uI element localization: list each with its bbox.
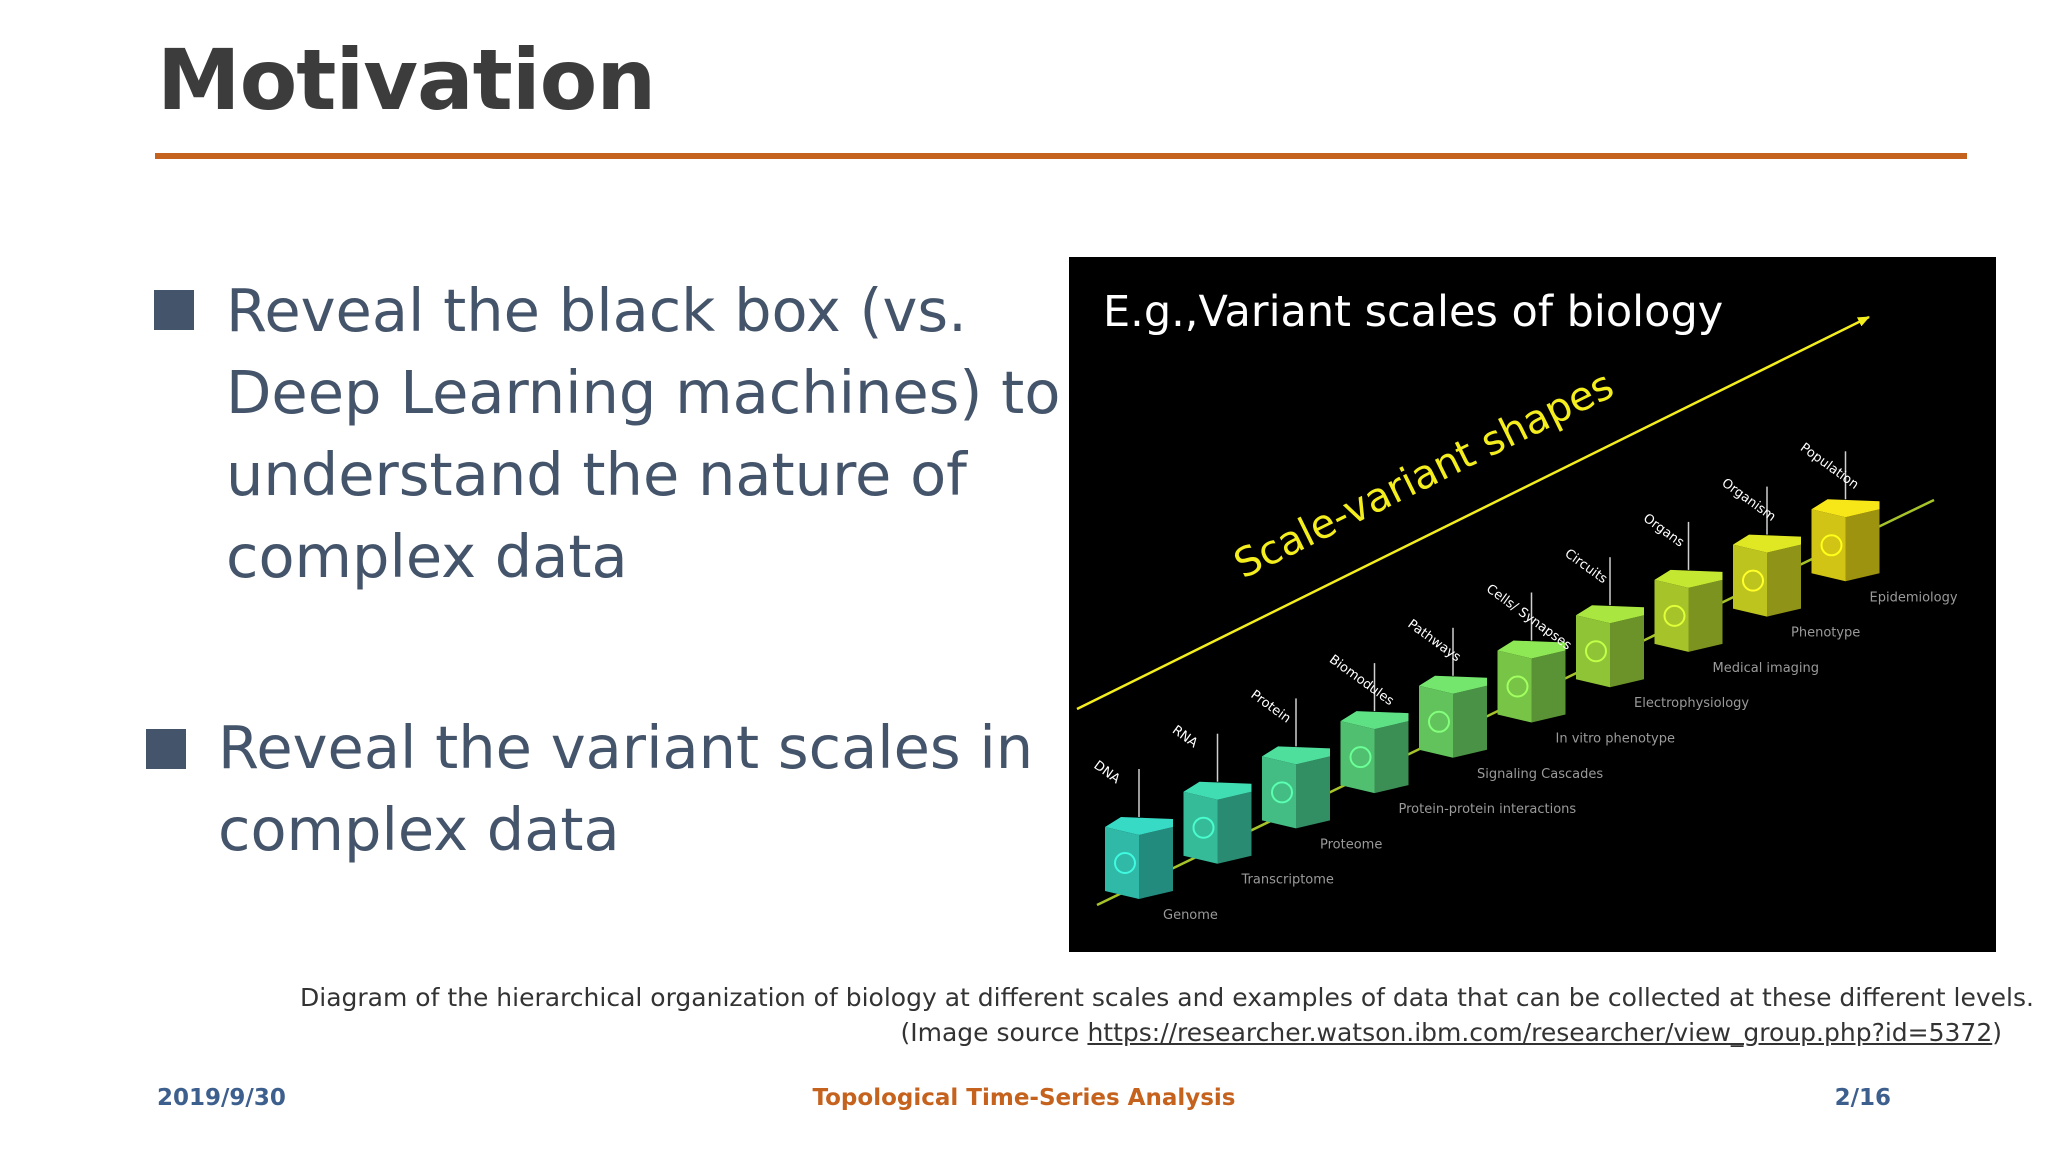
level-data-label: In vitro phenotype [1556, 732, 1675, 747]
level-cube-front [1419, 686, 1453, 758]
level-data-label: Epidemiology [1870, 590, 1958, 605]
title-underline [155, 153, 1967, 159]
image-source-link[interactable]: https://researcher.watson.ibm.com/resear… [1087, 1018, 1992, 1047]
level-cube-side [1453, 686, 1487, 758]
image-source-suffix: ) [1992, 1018, 2002, 1047]
figure-label: E.g.,Variant scales of biology [1103, 287, 1723, 337]
level-data-label: Electrophysiology [1634, 696, 1749, 711]
level-cube-side [1218, 792, 1252, 864]
level-data-label: Transcriptome [1241, 873, 1334, 888]
scale-arrow-label: Scale-variant shapes [1227, 362, 1621, 588]
footer-page-number: 2/16 [1835, 1085, 1891, 1111]
level-cube-side [1689, 580, 1723, 652]
level-scale-label: Organism [1719, 476, 1779, 525]
level-cube-side [1610, 615, 1644, 687]
level-data-label: Protein-protein interactions [1399, 802, 1577, 817]
level-cube-front [1184, 792, 1218, 864]
level-data-label: Medical imaging [1713, 661, 1820, 676]
level-cube-front [1105, 827, 1139, 899]
image-source-prefix: (Image source [900, 1018, 1087, 1047]
bullet-text: Reveal the black box (vs. Deep Learning … [226, 270, 1086, 598]
level-cube-side [1375, 721, 1409, 793]
level-scale-label: RNA [1169, 723, 1200, 751]
level-scale-label: Population [1797, 440, 1861, 492]
level-cube-side [1846, 509, 1880, 581]
square-bullet-icon [146, 729, 186, 769]
level-data-label: Genome [1163, 908, 1218, 923]
level-data-label: Proteome [1320, 837, 1382, 852]
level-cube-front [1812, 509, 1846, 581]
level-scale-label: Protein [1248, 688, 1294, 727]
bullet-text: Reveal the variant scales in complex dat… [218, 707, 1058, 871]
level-scale-label: Organs [1640, 511, 1687, 551]
level-cube-side [1767, 545, 1801, 617]
level-scale-label: DNA [1091, 758, 1123, 787]
level-cube-side [1139, 827, 1173, 899]
scales-diagram: Scale-variant shapes DNA Genome RNA Transcr… [1069, 257, 1996, 952]
square-bullet-icon [154, 290, 194, 330]
footer-title: Topological Time-Series Analysis [0, 1085, 2048, 1111]
scale-arrow [1077, 317, 1869, 709]
level-scale-label: Biomodules [1326, 652, 1396, 709]
level-cube-side [1296, 756, 1330, 828]
level-cube-front [1262, 756, 1296, 828]
level-scale-label: Circuits [1562, 546, 1610, 587]
level-cube-front [1341, 721, 1375, 793]
level-cubes: DNA Genome RNA Transcriptome ProteinProteome… [1091, 440, 1958, 923]
level-cube-front [1498, 651, 1532, 723]
image-source: (Image source https://researcher.watson.… [300, 1018, 2002, 1047]
level-data-label: Signaling Cascades [1477, 767, 1603, 782]
slide-title: Motivation [157, 38, 655, 122]
level-cube-front [1733, 545, 1767, 617]
level-scale-label: Pathways [1405, 617, 1464, 665]
biology-scales-figure: Scale-variant shapes DNA Genome RNA Transcr… [1069, 257, 1996, 952]
level-cube-front [1655, 580, 1689, 652]
figure-caption: Diagram of the hierarchical organization… [300, 983, 2002, 1012]
level-cube-side [1532, 651, 1566, 723]
level-data-label: Phenotype [1791, 626, 1860, 641]
level-cube-front [1576, 615, 1610, 687]
